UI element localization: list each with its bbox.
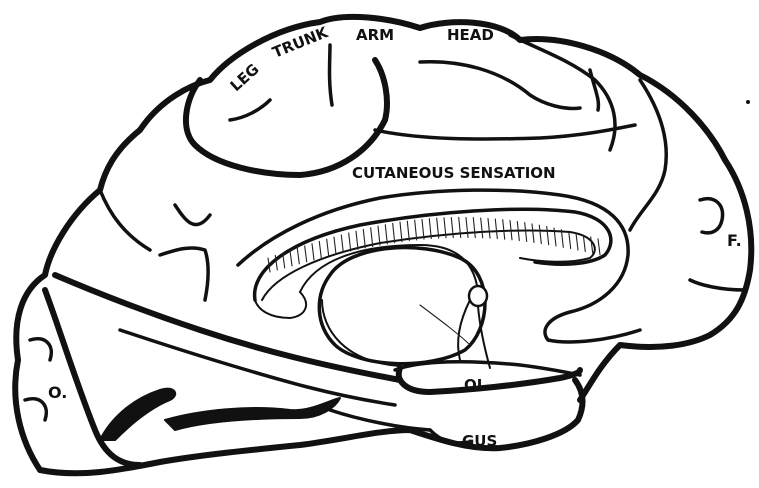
occipital-branch-2 bbox=[160, 248, 208, 300]
label-gustatory: GUS bbox=[462, 432, 497, 450]
ink-dot bbox=[746, 100, 750, 104]
corpus-callosum-outer bbox=[255, 209, 611, 300]
callosal-striation bbox=[290, 251, 292, 266]
lingual-sulcus-fill bbox=[165, 398, 340, 430]
callosal-striation bbox=[488, 218, 490, 238]
posterior-fold bbox=[100, 190, 150, 250]
callosal-striation bbox=[525, 223, 527, 242]
head-sulcus bbox=[420, 62, 580, 109]
callosal-striation bbox=[334, 237, 336, 254]
label-arm: ARM bbox=[356, 26, 394, 44]
label-leg: LEG bbox=[227, 60, 263, 95]
lamina-line bbox=[420, 305, 470, 345]
frontal-fold-2 bbox=[700, 199, 723, 233]
callosal-striation bbox=[495, 219, 497, 239]
callosal-striation bbox=[547, 227, 549, 245]
callosum-splenium bbox=[255, 292, 306, 318]
callosal-striation bbox=[415, 220, 417, 240]
callosal-striation bbox=[481, 218, 483, 238]
callosal-striation bbox=[532, 224, 534, 243]
precentral-sulcus bbox=[330, 45, 333, 105]
callosal-striation bbox=[539, 225, 541, 243]
olfactory-gyrus-top bbox=[395, 362, 580, 375]
interventricular-foramen bbox=[469, 286, 487, 306]
occipital-branch-1 bbox=[175, 205, 210, 225]
callosal-striation bbox=[569, 231, 571, 248]
callosal-striation bbox=[341, 235, 343, 253]
central-upper-sulcus bbox=[375, 125, 635, 139]
fornix bbox=[300, 245, 478, 292]
label-occipital: O. bbox=[48, 383, 67, 402]
callosal-striation bbox=[393, 223, 395, 242]
leg-trunk-sulcus bbox=[230, 100, 270, 120]
label-head: HEAD bbox=[447, 26, 494, 44]
callosal-striation bbox=[385, 225, 387, 244]
callosal-striation bbox=[591, 237, 593, 253]
callosal-striation bbox=[576, 233, 578, 250]
callosal-striation bbox=[312, 244, 314, 260]
callosal-striation bbox=[400, 222, 402, 242]
callosal-striation bbox=[319, 241, 321, 258]
label-cutaneous-sensation: CUTANEOUS SENSATION bbox=[352, 164, 556, 182]
callosal-striation bbox=[407, 221, 409, 241]
callosal-striation bbox=[466, 218, 468, 238]
callosal-striation bbox=[473, 218, 475, 238]
label-olfactory: OL bbox=[464, 376, 487, 394]
callosal-striation bbox=[363, 229, 365, 247]
calcarine-sulcus bbox=[45, 290, 140, 465]
frontal-fold-1 bbox=[630, 80, 666, 230]
callosal-striation bbox=[598, 239, 600, 255]
callosal-striation bbox=[371, 228, 373, 247]
frontal-fold-3 bbox=[690, 280, 745, 290]
callosal-striation bbox=[356, 231, 358, 249]
temporal-sulcus bbox=[330, 410, 430, 430]
upper-right-branch bbox=[590, 70, 598, 110]
label-frontal: F. bbox=[727, 231, 742, 250]
callosal-striation bbox=[327, 239, 329, 256]
thalamus-inner bbox=[322, 300, 400, 366]
callosal-striation bbox=[503, 220, 505, 240]
callosal-striation bbox=[349, 233, 351, 251]
callosal-striation bbox=[305, 246, 307, 262]
cuneus-sulcus-fill bbox=[100, 389, 175, 440]
occipital-pole-folds bbox=[25, 339, 51, 420]
callosal-striation bbox=[297, 248, 299, 263]
